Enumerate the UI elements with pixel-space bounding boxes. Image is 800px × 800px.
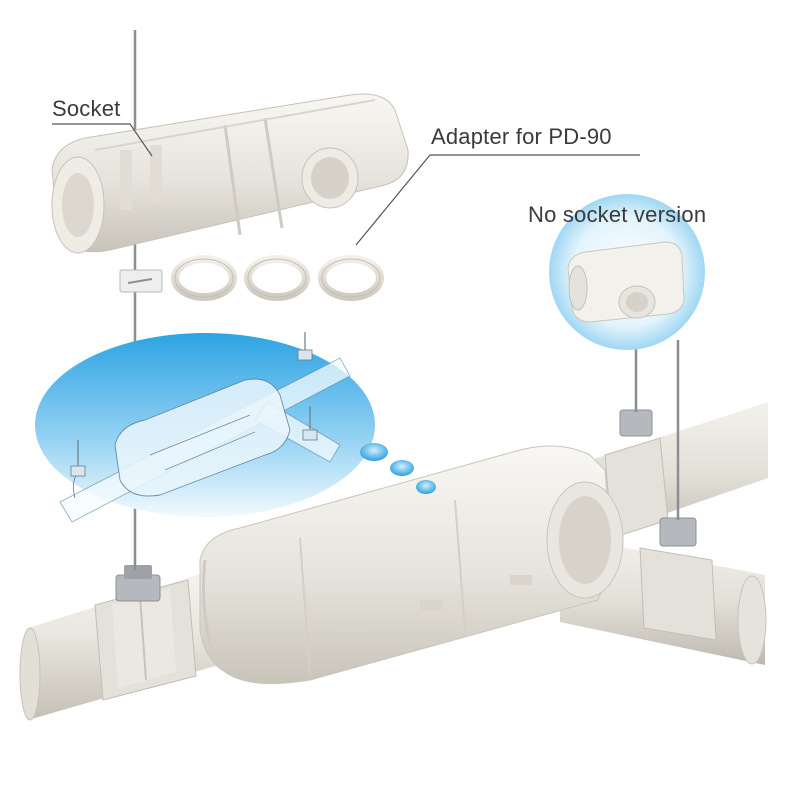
main-chamber-body	[199, 445, 624, 685]
callout-lines	[52, 123, 640, 246]
hardware-packet	[119, 269, 163, 293]
no-socket-circle	[549, 194, 705, 350]
connector-bubbles	[360, 443, 436, 494]
socket-product	[51, 93, 409, 254]
adapter-rings	[171, 255, 384, 301]
no-socket-label: No socket version	[528, 202, 707, 227]
cutaway-oval	[35, 332, 375, 523]
main-left-clamp	[94, 30, 197, 701]
socket-label: Socket	[52, 96, 121, 121]
adapter-label: Adapter for PD-90	[431, 124, 612, 149]
